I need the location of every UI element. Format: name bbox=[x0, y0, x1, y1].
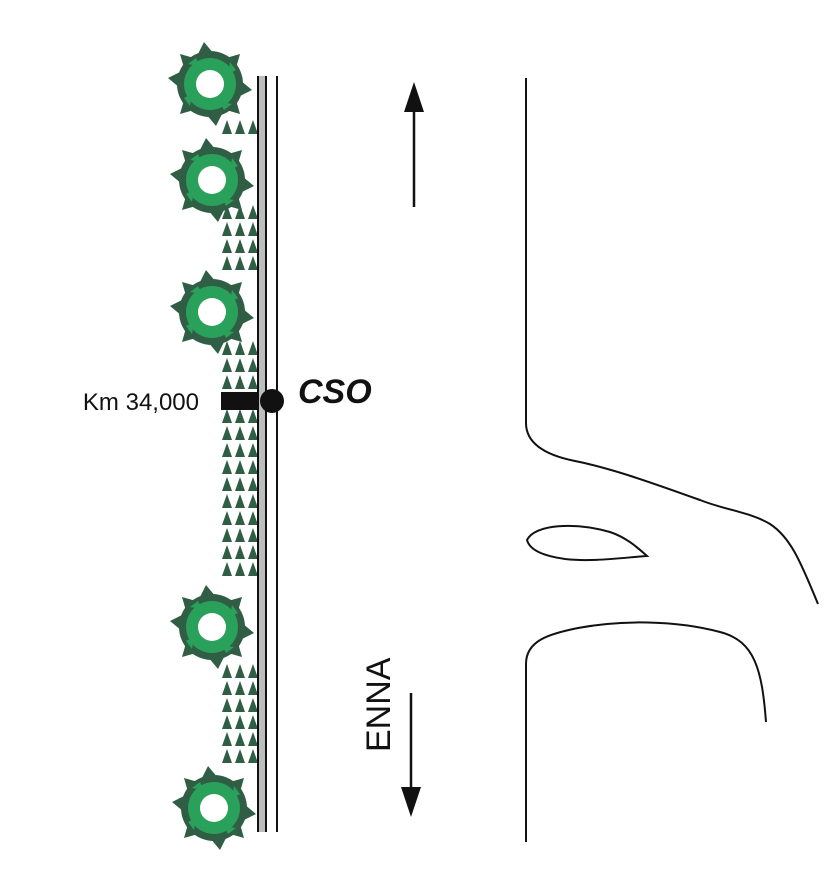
shrub-icon bbox=[248, 749, 258, 763]
shrub-icon bbox=[235, 511, 245, 525]
junction-outline bbox=[525, 78, 819, 842]
shrub-icon bbox=[222, 545, 232, 559]
shrub-icon bbox=[235, 120, 245, 134]
shrub-icon bbox=[222, 562, 232, 576]
shrub-icon bbox=[235, 426, 245, 440]
shrub-icon bbox=[222, 341, 232, 355]
shrub-icon bbox=[248, 341, 258, 355]
shrub-icon bbox=[235, 545, 245, 559]
shrub-icon bbox=[222, 698, 232, 712]
tree-icon bbox=[170, 585, 254, 669]
shrub-icon bbox=[248, 375, 258, 389]
roadside-vegetation bbox=[168, 42, 258, 850]
lower-road-edge bbox=[525, 621, 767, 842]
km-marker-label: Km 34,000 bbox=[83, 389, 199, 416]
shrub-icon bbox=[235, 256, 245, 270]
shrub-icon bbox=[222, 732, 232, 746]
shrub-icon bbox=[235, 222, 245, 236]
station-label: CSO bbox=[298, 373, 372, 411]
shrub-icon bbox=[235, 681, 245, 695]
station-dot-icon bbox=[260, 389, 284, 413]
shrub-icon bbox=[235, 494, 245, 508]
shrub-icon bbox=[222, 358, 232, 372]
shrub-icon bbox=[248, 698, 258, 712]
shrub-icon bbox=[235, 477, 245, 491]
shrub-icon bbox=[222, 426, 232, 440]
shrub-icon bbox=[235, 664, 245, 678]
tree-icon bbox=[170, 138, 254, 222]
shrub-icon bbox=[222, 409, 232, 423]
square-marker-icon bbox=[221, 392, 259, 410]
shrub-icon bbox=[248, 358, 258, 372]
shrub-icon bbox=[248, 256, 258, 270]
shrub-icon bbox=[222, 494, 232, 508]
shrub-icon bbox=[222, 511, 232, 525]
tree-icon bbox=[168, 42, 252, 126]
shrub-icon bbox=[235, 528, 245, 542]
shrub-icon bbox=[248, 477, 258, 491]
shrub-icon bbox=[248, 545, 258, 559]
shrub-icon bbox=[222, 239, 232, 253]
shrub-icon bbox=[235, 341, 245, 355]
shrub-icon bbox=[248, 426, 258, 440]
shrub-icon bbox=[222, 528, 232, 542]
shrub-icon bbox=[248, 562, 258, 576]
shrub-icon bbox=[248, 732, 258, 746]
shrub-icon bbox=[248, 205, 258, 219]
shrub-icon bbox=[248, 120, 258, 134]
shrub-icon bbox=[222, 477, 232, 491]
shrub-icon bbox=[235, 732, 245, 746]
shrub-icon bbox=[248, 511, 258, 525]
shrub-icon bbox=[248, 443, 258, 457]
road-edge bbox=[257, 76, 278, 832]
shrub-icon bbox=[235, 358, 245, 372]
shrub-icon bbox=[222, 715, 232, 729]
tree-icon bbox=[172, 766, 256, 850]
shrub-icon bbox=[248, 681, 258, 695]
shrub-icon bbox=[235, 715, 245, 729]
shrub-icon bbox=[235, 749, 245, 763]
shrub-icon bbox=[248, 715, 258, 729]
shrub-icon bbox=[235, 460, 245, 474]
shrub-icon bbox=[248, 494, 258, 508]
main-road-edge bbox=[525, 78, 819, 605]
shrub-icon bbox=[222, 664, 232, 678]
shrub-icon bbox=[235, 562, 245, 576]
shrub-icon bbox=[222, 375, 232, 389]
shrub-icon bbox=[248, 409, 258, 423]
shrub-icon bbox=[235, 409, 245, 423]
shrub-icon bbox=[222, 443, 232, 457]
arrow-up-icon bbox=[404, 82, 424, 207]
shrub-icon bbox=[222, 749, 232, 763]
shrub-icon bbox=[248, 239, 258, 253]
traffic-island bbox=[525, 524, 650, 562]
shrub-icon bbox=[222, 222, 232, 236]
tree-icon bbox=[170, 270, 254, 354]
shrub-icon bbox=[248, 664, 258, 678]
shrub-icon bbox=[235, 375, 245, 389]
shrub-icon bbox=[222, 256, 232, 270]
shrub-icon bbox=[248, 460, 258, 474]
shrub-icon bbox=[248, 528, 258, 542]
shrub-icon bbox=[235, 239, 245, 253]
shrub-icon bbox=[222, 681, 232, 695]
shrub-icon bbox=[222, 120, 232, 134]
arrow-down-icon bbox=[401, 693, 421, 817]
direction-label: ENNA bbox=[360, 657, 398, 752]
shrub-icon bbox=[235, 698, 245, 712]
shrub-icon bbox=[235, 443, 245, 457]
shrub-icon bbox=[248, 222, 258, 236]
road-shoulder bbox=[258, 76, 266, 832]
shrub-icon bbox=[222, 460, 232, 474]
